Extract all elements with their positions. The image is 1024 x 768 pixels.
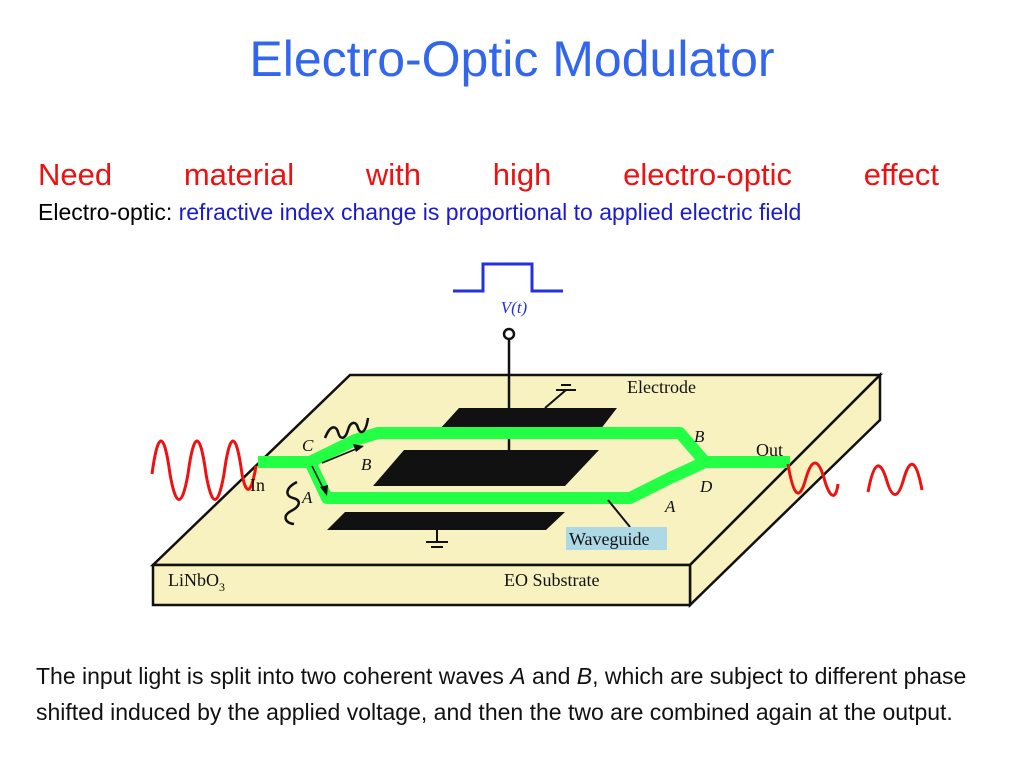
electrode-top bbox=[439, 408, 617, 430]
label-a-right: A bbox=[664, 497, 676, 516]
electrode-bottom bbox=[327, 512, 565, 530]
label-b-right: B bbox=[694, 427, 705, 446]
intro-word: electro-optic bbox=[623, 157, 792, 192]
waveguide-pointer bbox=[607, 499, 631, 528]
waveguide-label-bg bbox=[566, 527, 667, 550]
intro-line-1: Need material with high electro-optic ef… bbox=[38, 157, 939, 193]
voltage-pulse bbox=[453, 262, 563, 293]
page-title: Electro-Optic Modulator bbox=[249, 31, 775, 87]
arrow-b bbox=[321, 448, 357, 464]
label-c: C bbox=[302, 436, 314, 455]
intro-word: high bbox=[492, 157, 552, 192]
output-signal-2 bbox=[866, 463, 924, 496]
arrow-a-head bbox=[320, 485, 328, 496]
electrode-label: Electrode bbox=[627, 377, 696, 397]
substrate-front bbox=[151, 563, 692, 607]
scatter-wave-a bbox=[284, 480, 300, 526]
modulator-diagram: V(t) Electrode C B In A B Out D A Wavegu… bbox=[149, 262, 924, 608]
arrow-a bbox=[311, 465, 324, 489]
output-signal-1 bbox=[786, 461, 840, 497]
caption-text: and bbox=[525, 663, 577, 689]
caption-text: , which are subject to different phase s… bbox=[36, 663, 967, 725]
waveguide-label: Waveguide bbox=[569, 529, 650, 549]
ground-lead-top bbox=[544, 389, 567, 409]
label-d: D bbox=[699, 477, 713, 496]
out-label: Out bbox=[756, 440, 783, 460]
substrate-label: EO Substrate bbox=[504, 570, 599, 590]
intro-word: effect bbox=[863, 157, 939, 192]
definition-text: refractive index change is proportional … bbox=[178, 199, 802, 225]
input-signal bbox=[150, 439, 258, 501]
caption: The input light is split into two cohere… bbox=[36, 658, 1021, 730]
label-b-left: B bbox=[361, 455, 372, 474]
caption-text: The input light is split into two cohere… bbox=[36, 663, 511, 689]
intro-word: Need bbox=[38, 157, 113, 192]
intro-word: with bbox=[365, 157, 422, 192]
scatter-wave-c bbox=[323, 417, 370, 439]
caption-wave-a: A bbox=[510, 663, 526, 689]
intro-definition: Electro-optic: refractive index change i… bbox=[38, 196, 939, 229]
intro-word: material bbox=[183, 157, 295, 192]
in-label: In bbox=[250, 475, 265, 495]
label-a-left: A bbox=[301, 488, 313, 507]
arrow-b-head bbox=[353, 444, 364, 452]
substrate-material-label: LiNbO3 bbox=[168, 570, 225, 594]
voltage-terminal bbox=[502, 327, 516, 341]
caption-wave-b: B bbox=[576, 663, 593, 689]
electrode-center bbox=[373, 450, 599, 486]
voltage-label: V(t) bbox=[501, 298, 528, 317]
definition-lead: Electro-optic: bbox=[38, 199, 173, 225]
